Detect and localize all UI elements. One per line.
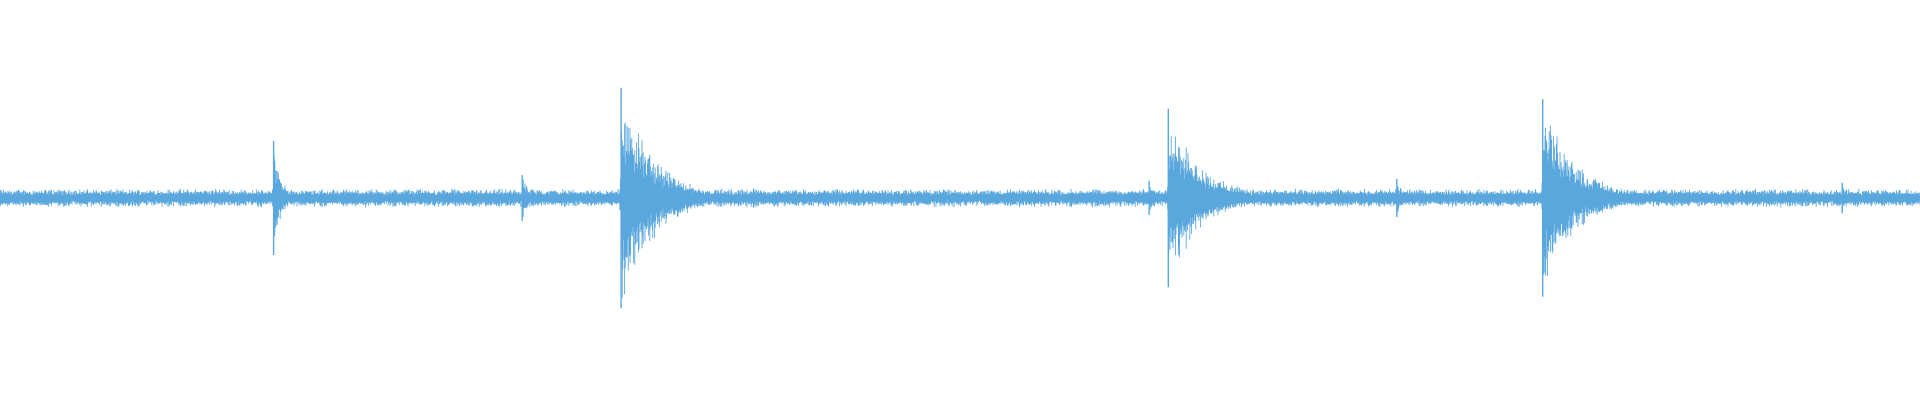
waveform-spikes xyxy=(272,87,1843,309)
waveform-body xyxy=(0,122,1920,298)
